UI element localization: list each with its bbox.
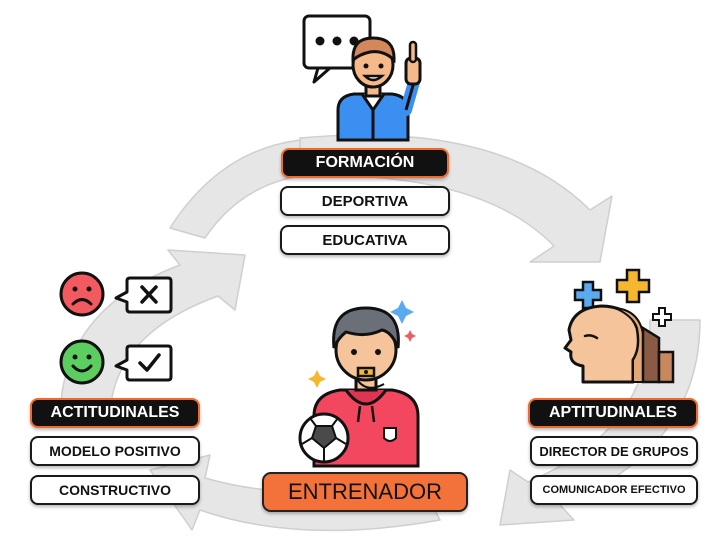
- coach-with-whistle-and-ball-icon: [296, 298, 436, 468]
- happy-face-correct-icon: [58, 338, 176, 388]
- actitudinales-item-modelo-positivo: MODELO POSITIVO: [30, 436, 200, 466]
- cycle-arrow-top-left: [169, 139, 301, 239]
- formacion-item-deportiva: DEPORTIVA: [280, 186, 450, 216]
- head-mental-health-icon: [555, 268, 680, 386]
- entrenador-label: ENTRENADOR: [262, 472, 468, 512]
- aptitudinales-item-director-de-grupos: DIRECTOR DE GRUPOS: [530, 436, 698, 466]
- actitudinales-item-constructivo: CONSTRUCTIVO: [30, 475, 200, 505]
- teacher-speaking-icon: [300, 10, 430, 142]
- formacion-item-educativa: EDUCATIVA: [280, 225, 450, 255]
- formacion-title: FORMACIÓN: [281, 148, 449, 178]
- aptitudinales-item-comunicador-efectivo: COMUNICADOR EFECTIVO: [530, 475, 698, 505]
- actitudinales-title: ACTITUDINALES: [30, 398, 200, 428]
- aptitudinales-title: APTITUDINALES: [528, 398, 698, 428]
- sad-face-wrong-icon: [58, 270, 176, 320]
